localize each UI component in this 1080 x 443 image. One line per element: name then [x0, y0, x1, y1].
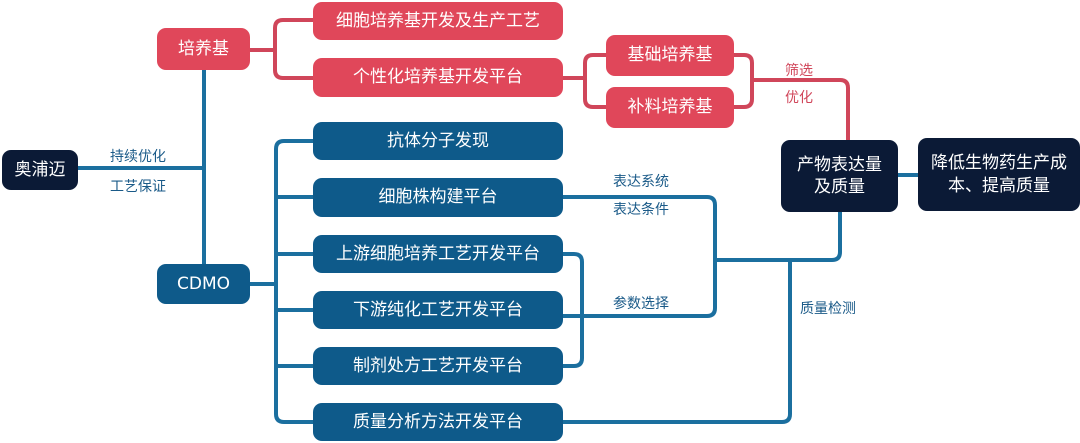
- feed-medium-node: 补料培养基: [606, 87, 734, 128]
- label-expression-system: 表达系统: [613, 174, 669, 190]
- process-bracket: [563, 252, 584, 368]
- root-node: 奥浦迈: [2, 150, 78, 190]
- label-quality-testing: 质量检测: [800, 301, 856, 317]
- medium-child-node: 个性化培养基开发平台: [313, 58, 563, 97]
- label-optimization: 优化: [785, 90, 813, 106]
- medium-child-node: 细胞培养基开发及生产工艺: [313, 2, 563, 40]
- cdmo-node: CDMO: [157, 264, 250, 304]
- label-expression-conditions: 表达条件: [613, 202, 669, 218]
- cdmo-child-node: 制剂处方工艺开发平台: [313, 347, 563, 385]
- cdmo-bracket: [274, 139, 313, 424]
- label-process-assurance: 工艺保证: [110, 179, 166, 195]
- outcome-node: 产物表达量及质量: [781, 140, 898, 212]
- goal-node: 降低生物药生产成本、提高质量: [918, 138, 1080, 211]
- expression-bracket: [563, 195, 717, 318]
- personalized-bracket: [583, 53, 606, 109]
- outcome-connector: [715, 212, 842, 262]
- cdmo-child-node: 抗体分子发现: [313, 122, 563, 160]
- label-parameter-selection: 参数选择: [613, 296, 669, 312]
- screening-connector: [752, 78, 850, 140]
- cdmo-child-node: 细胞株构建平台: [313, 178, 563, 217]
- cdmo-child-node: 质量分析方法开发平台: [313, 403, 563, 441]
- medium-node: 培养基: [157, 28, 250, 70]
- basal-medium-node: 基础培养基: [606, 35, 734, 76]
- medium-bracket: [273, 18, 313, 80]
- label-continuous-optimization: 持续优化: [110, 149, 166, 165]
- label-screening: 筛选: [785, 63, 813, 79]
- quality-connector: [563, 260, 792, 424]
- cdmo-child-node: 上游细胞培养工艺开发平台: [313, 235, 563, 273]
- cdmo-child-node: 下游纯化工艺开发平台: [313, 291, 563, 329]
